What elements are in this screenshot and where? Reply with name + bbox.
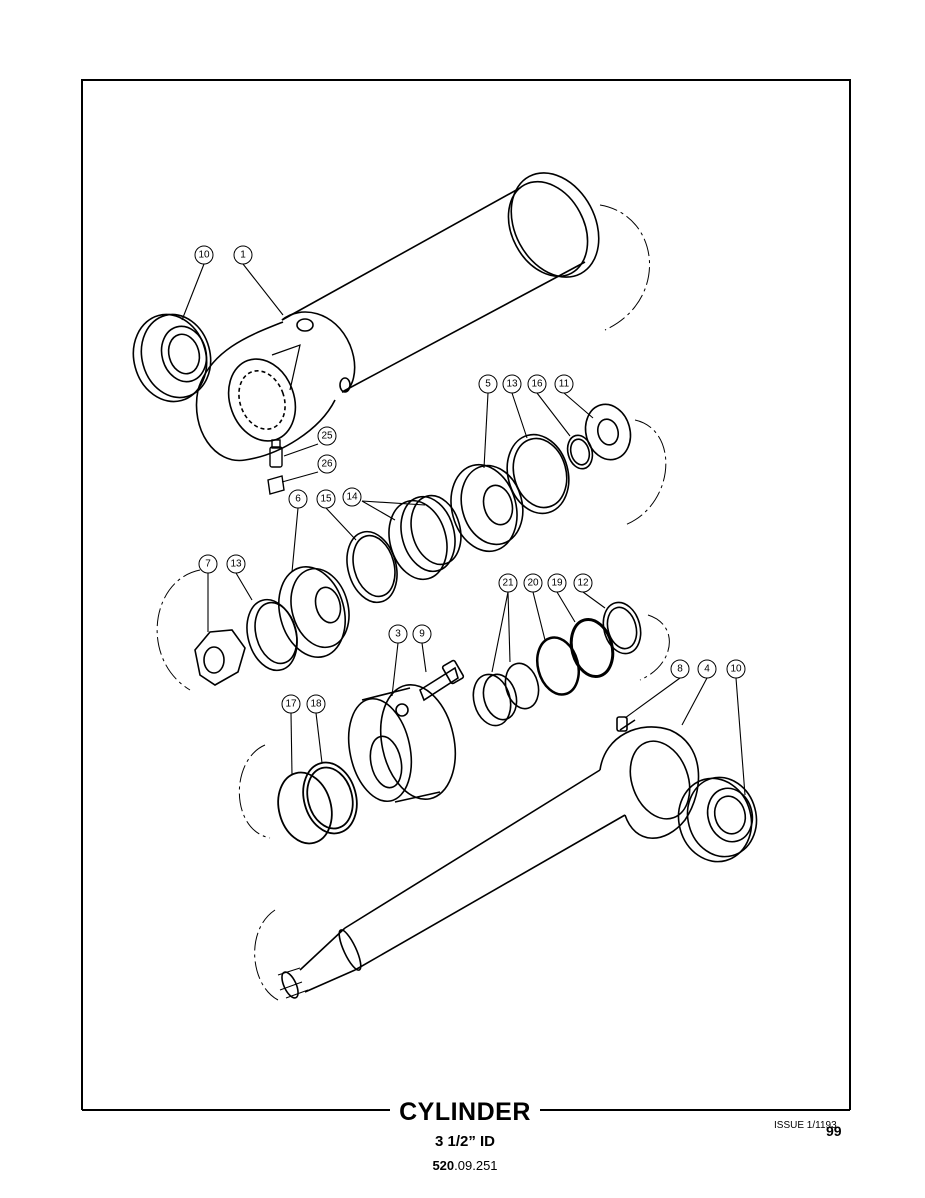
callout-label: 7 [205,559,211,570]
cylinder-barrel [195,172,651,462]
callout-label: 9 [419,629,425,640]
grease-fitting [267,439,285,495]
page-subtitle: 3 1/2” ID [435,1133,495,1150]
callout-label: 5 [485,379,491,390]
snap-rings [277,761,358,845]
callout-12-circle [573,573,593,593]
callout-label: 6 [295,494,301,505]
callout-bubbles [194,245,746,714]
callout-5-circle [478,374,498,394]
title-block: CYLINDER 3 1/2” ID 520.09.251 ISSUE 1/11… [399,1098,842,1173]
callout-label: 16 [531,379,543,390]
callout-label: 20 [527,578,539,589]
piston-rod [254,716,700,1001]
callout-7-circle [198,554,218,574]
callout-label: 12 [577,578,589,589]
callout-4-circle [697,659,717,679]
leader-lines [181,263,746,796]
bushing-bottom [677,776,758,863]
callout-18-circle [306,694,326,714]
callout-label: 14 [346,492,358,503]
page-title: CYLINDER [399,1098,531,1126]
callout-10a-circle [194,245,214,265]
callout-9-circle [412,624,432,644]
issue-label: ISSUE 1/1193 [774,1120,837,1131]
callout-label: 13 [506,379,518,390]
callout-label: 17 [285,699,297,710]
piston-upper-stack [450,403,667,553]
callout-1-circle [233,245,253,265]
callout-label: 21 [502,578,514,589]
piston-head [238,659,465,839]
callout-label: 15 [320,494,332,505]
callout-16-circle [527,374,547,394]
gland-ring-stack [472,601,670,727]
bushing-top [132,313,212,403]
page-number: 99 [826,1123,842,1139]
callout-label: 10 [730,664,742,675]
callout-10b-circle [726,659,746,679]
part-number-suffix: .09.251 [454,1158,497,1173]
callout-label: 1 [240,250,246,261]
seal-middle-stack [156,494,462,691]
callout-label: 18 [310,699,322,710]
callout-3-circle [388,624,408,644]
callout-label: 4 [704,664,710,675]
callout-13a-circle [502,374,522,394]
callout-15-circle [316,489,336,509]
callout-26-circle [317,454,337,474]
callout-13b-circle [226,554,246,574]
callout-14-circle [342,487,362,507]
part-number-prefix: 520 [432,1158,454,1173]
callout-labels: 10 1 25 26 5 13 16 11 6 15 14 7 13 21 20… [198,250,742,710]
callout-6-circle [288,489,308,509]
callout-11-circle [554,374,574,394]
callout-label: 10 [198,250,210,261]
callout-25-circle [317,426,337,446]
callout-label: 25 [321,431,333,442]
part-number: 520.09.251 [432,1158,497,1173]
callout-label: 26 [321,459,333,470]
callout-19-circle [547,573,567,593]
callout-label: 3 [395,629,401,640]
callout-17-circle [281,694,301,714]
callout-20-circle [523,573,543,593]
callout-label: 11 [559,379,570,390]
callout-label: 13 [230,559,242,570]
callout-label: 8 [677,664,683,675]
callout-8-circle [670,659,690,679]
callout-label: 19 [551,578,563,589]
drawing-frame [81,79,851,1111]
callout-21-circle [498,573,518,593]
